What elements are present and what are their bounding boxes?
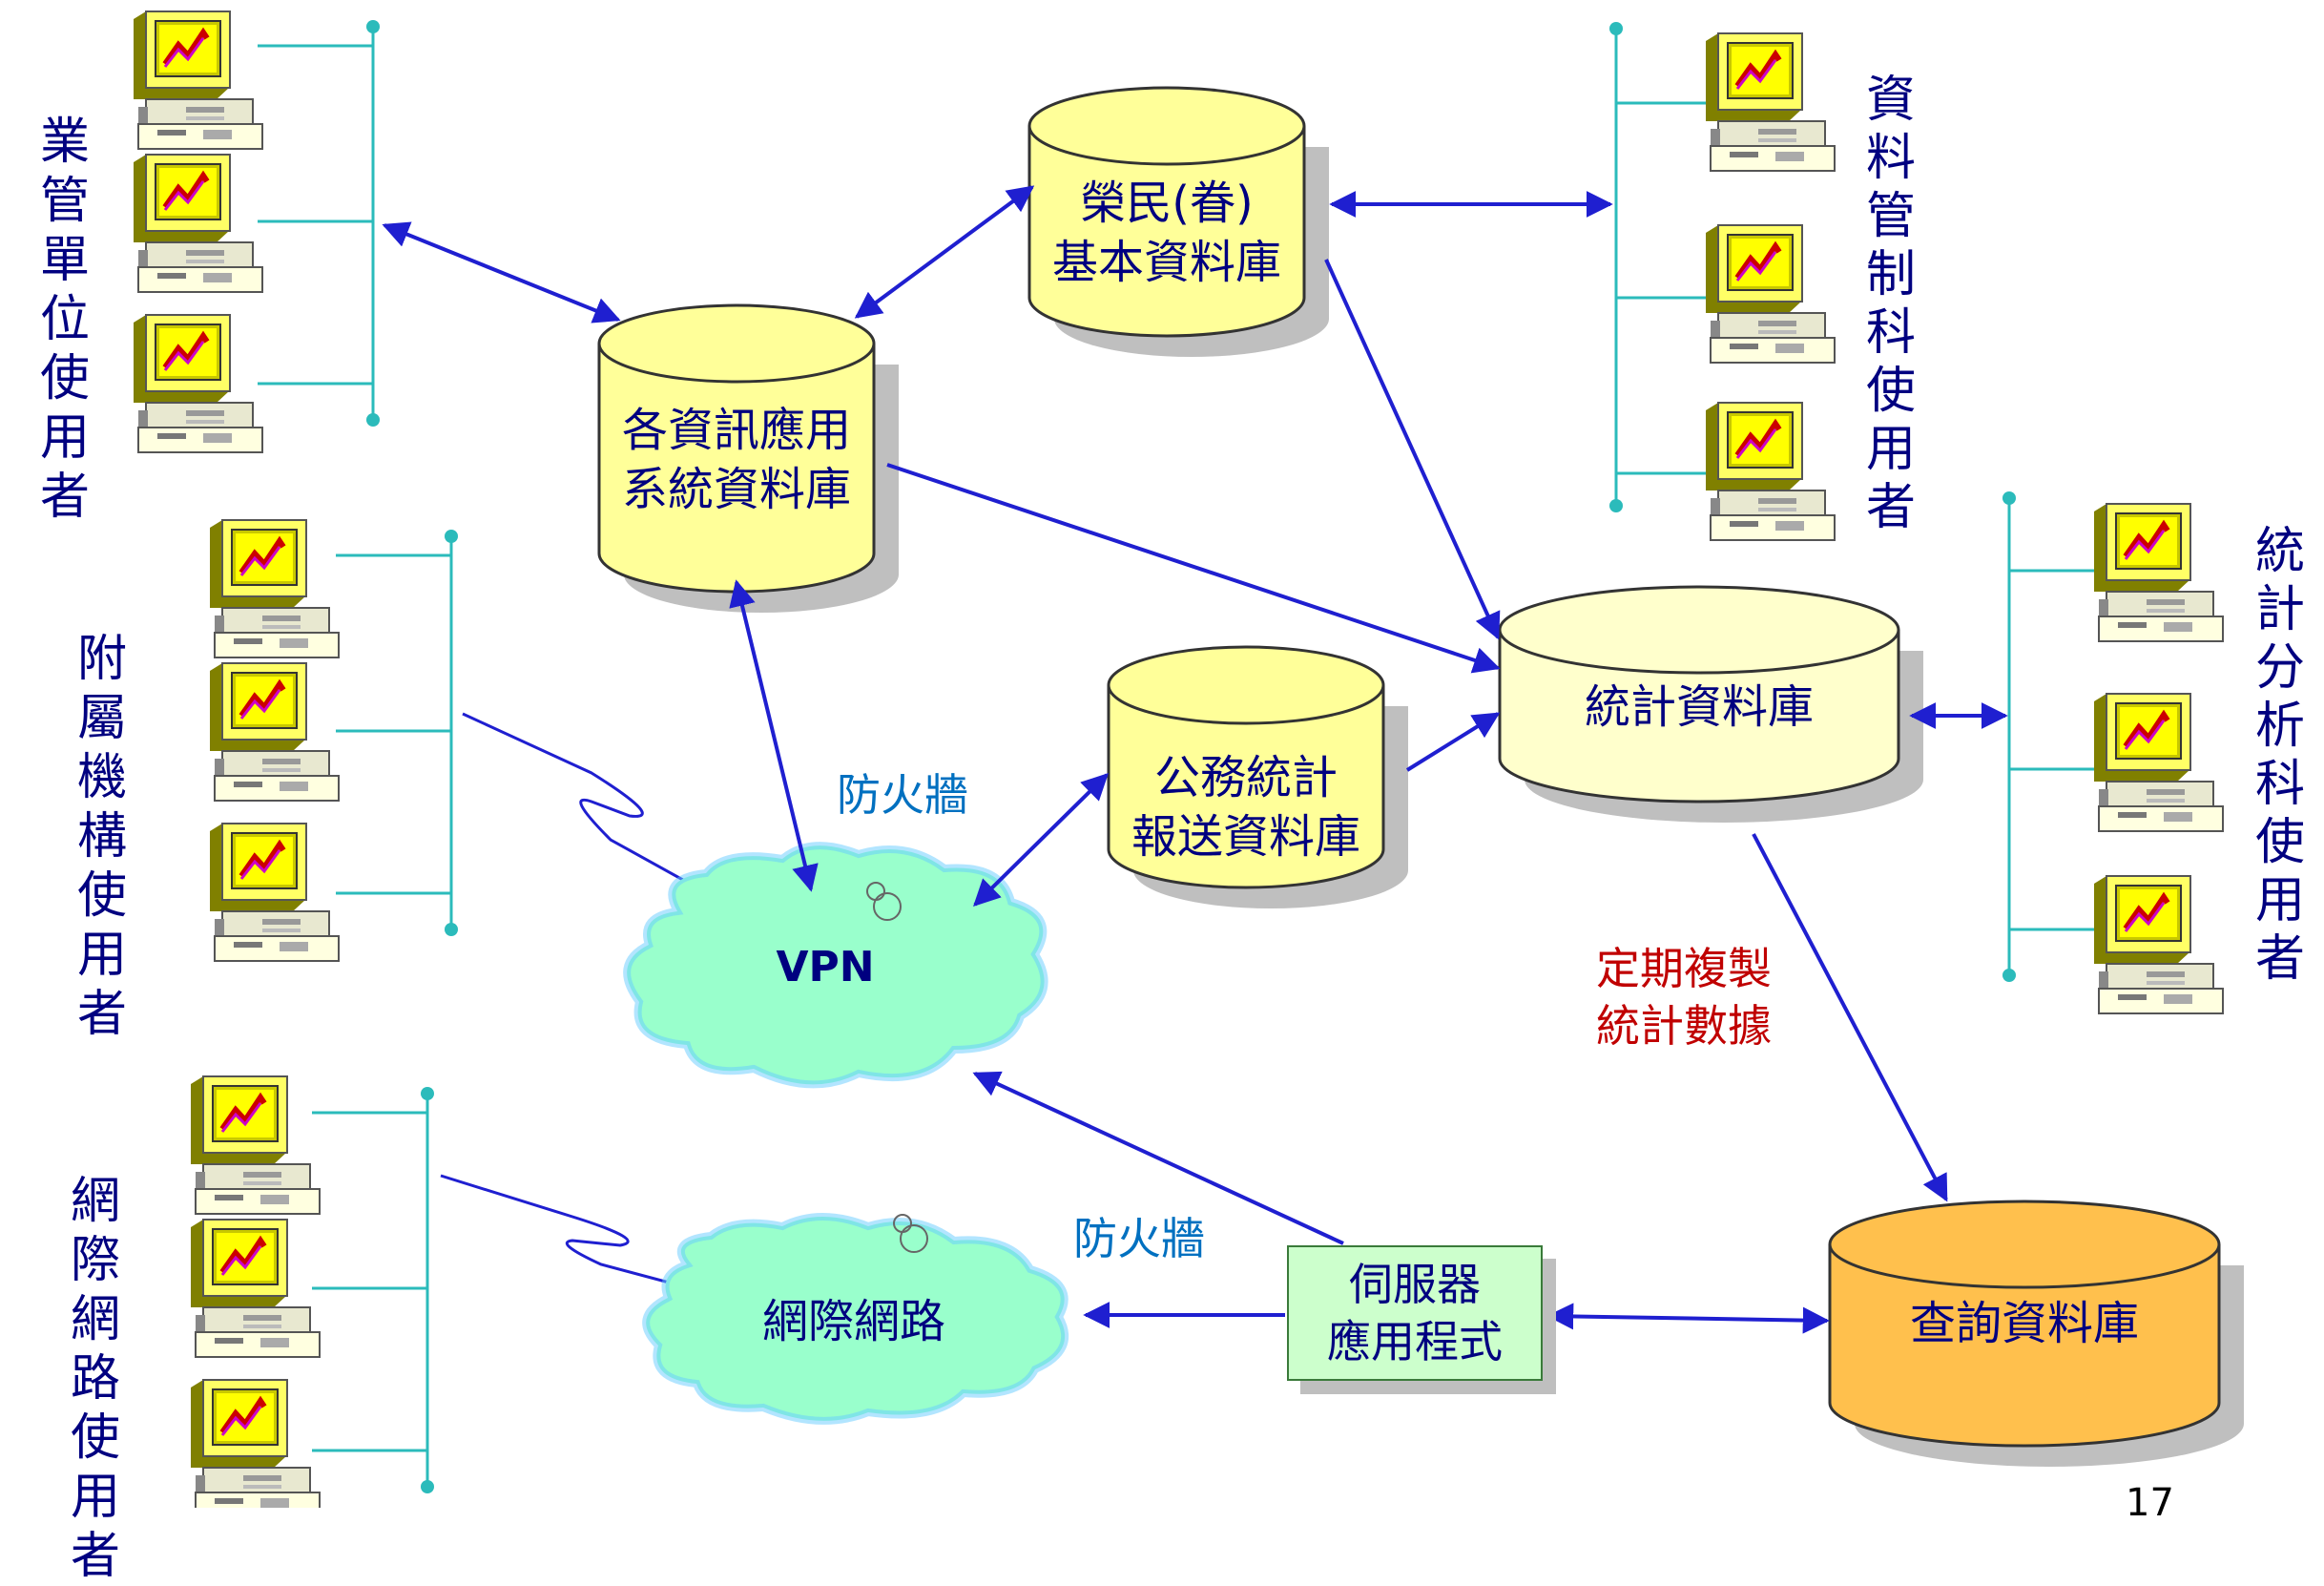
db-stats-label: 統計資料庫 bbox=[1584, 680, 1814, 734]
label-affiliate-users: 附屬 機構 使用 者 bbox=[76, 631, 127, 1043]
db-veterans-line1: 榮民(眷) bbox=[1080, 177, 1254, 230]
db-veterans-line2: 基本資料庫 bbox=[1051, 236, 1281, 289]
bus-ops bbox=[258, 20, 380, 427]
label-ops-users: 業管 單位 使用 者 bbox=[39, 114, 90, 526]
cloud-vpn-label: VPN bbox=[776, 943, 875, 991]
db-app-label: 各資訊應用 系統資料庫 bbox=[599, 401, 874, 519]
diagram-canvas bbox=[0, 0, 2244, 1508]
database-icon bbox=[1027, 86, 1329, 357]
db-app-line1: 各資訊應用 bbox=[621, 404, 851, 457]
database-query bbox=[1828, 1200, 2244, 1467]
db-official-line1: 公務統計 bbox=[1153, 751, 1338, 804]
replication-label: 定期複製 統計數據 bbox=[1574, 940, 1794, 1054]
db-official-line2: 報送資料庫 bbox=[1131, 810, 1360, 864]
cloud-internet bbox=[642, 1213, 1069, 1425]
arrows bbox=[382, 185, 2008, 1334]
label-stats-users: 統 計 分 析 科 使 用 者 bbox=[2254, 523, 2305, 988]
db-official-stats-label: 公務統計 報送資料庫 bbox=[1109, 748, 1383, 866]
server-application-box: 伺服器 應用程式 bbox=[1287, 1245, 1543, 1381]
firewall-label-vpn: 防火牆 bbox=[837, 769, 968, 821]
label-data-control-users: 資 料 管 制 科 使 用 者 bbox=[1865, 72, 1916, 536]
bus-internet bbox=[312, 1087, 434, 1493]
bus-stats bbox=[2002, 491, 2099, 982]
bus-data-control bbox=[1609, 22, 1708, 512]
firewall-label-internet: 防火牆 bbox=[1073, 1213, 1205, 1264]
bus-affiliate bbox=[336, 530, 458, 936]
server-line1: 伺服器 bbox=[1349, 1259, 1481, 1310]
db-query-label: 查詢資料庫 bbox=[1909, 1297, 2139, 1350]
page-number: 17 bbox=[2126, 1481, 2174, 1525]
database-app bbox=[597, 303, 899, 613]
label-internet-users: 網際 網路 使用 者 bbox=[70, 1173, 120, 1585]
db-veterans-label: 榮民(眷) 基本資料庫 bbox=[1029, 174, 1304, 292]
replication-line1: 定期複製 bbox=[1596, 943, 1772, 994]
replication-line2: 統計數據 bbox=[1596, 1000, 1772, 1052]
wireless-link bbox=[440, 712, 736, 1293]
database-stats bbox=[1498, 585, 1923, 823]
db-app-line2: 系統資料庫 bbox=[621, 463, 851, 516]
server-line2: 應用程式 bbox=[1327, 1316, 1503, 1367]
cloud-internet-label: 網際網路 bbox=[761, 1295, 945, 1348]
database-official-stats bbox=[1107, 645, 1408, 908]
